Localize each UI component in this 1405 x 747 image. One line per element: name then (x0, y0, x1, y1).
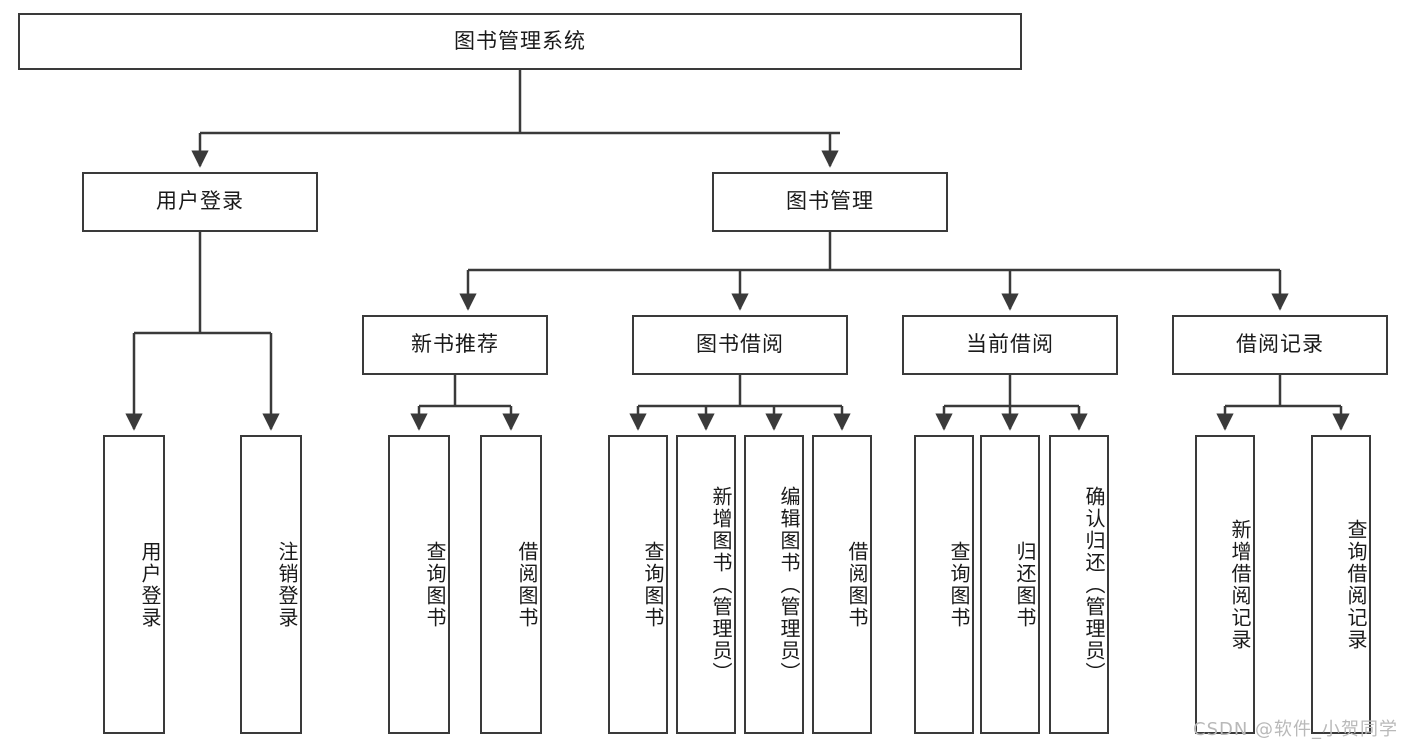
node-label: 查询图书 (423, 540, 447, 629)
node-label: 用户登录 (156, 189, 244, 214)
node-label: 查询图书 (641, 540, 665, 629)
csdn-watermark: CSDN @软件_小贺同学 (1193, 719, 1399, 740)
node-book-management[interactable]: 图书管理 (712, 172, 948, 232)
node-leaf-query-book-1[interactable]: 查询图书 (388, 435, 450, 734)
node-label: 借阅图书 (515, 540, 539, 629)
node-label: 当前借阅 (966, 332, 1054, 357)
node-leaf-user-login[interactable]: 用户登录 (103, 435, 165, 734)
node-leaf-return-book[interactable]: 归还图书 (980, 435, 1040, 734)
node-label: 编辑图书（管理员） (777, 485, 801, 684)
node-label: 确认归还（管理员） (1082, 485, 1106, 684)
node-leaf-borrow-book-1[interactable]: 借阅图书 (480, 435, 542, 734)
node-leaf-add-record[interactable]: 新增借阅记录 (1195, 435, 1255, 734)
node-label: 新增图书（管理员） (709, 485, 733, 684)
node-label: 借阅图书 (845, 540, 869, 629)
node-leaf-logout-login[interactable]: 注销登录 (240, 435, 302, 734)
node-label: 用户登录 (138, 540, 162, 629)
node-leaf-confirm-return[interactable]: 确认归还（管理员） (1049, 435, 1109, 734)
node-label: 借阅记录 (1236, 332, 1324, 357)
node-label: 新增借阅记录 (1228, 518, 1252, 651)
node-leaf-add-book[interactable]: 新增图书（管理员） (676, 435, 736, 734)
node-book-management-system[interactable]: 图书管理系统 (18, 13, 1022, 70)
node-new-book-recommend[interactable]: 新书推荐 (362, 315, 548, 375)
node-label: 查询图书 (947, 540, 971, 629)
node-label: 图书管理 (786, 189, 874, 214)
node-leaf-edit-book[interactable]: 编辑图书（管理员） (744, 435, 804, 734)
node-user-login[interactable]: 用户登录 (82, 172, 318, 232)
node-label: 查询借阅记录 (1344, 518, 1368, 651)
node-leaf-query-book-3[interactable]: 查询图书 (914, 435, 974, 734)
node-leaf-query-book-2[interactable]: 查询图书 (608, 435, 668, 734)
node-leaf-query-record[interactable]: 查询借阅记录 (1311, 435, 1371, 734)
node-label: 注销登录 (275, 540, 299, 629)
node-current-borrow[interactable]: 当前借阅 (902, 315, 1118, 375)
node-leaf-borrow-book-2[interactable]: 借阅图书 (812, 435, 872, 734)
node-label: 图书借阅 (696, 332, 784, 357)
node-label: 图书管理系统 (454, 28, 586, 53)
node-book-borrow[interactable]: 图书借阅 (632, 315, 848, 375)
node-label: 归还图书 (1013, 540, 1037, 629)
node-label: 新书推荐 (411, 332, 499, 357)
node-borrow-record[interactable]: 借阅记录 (1172, 315, 1388, 375)
